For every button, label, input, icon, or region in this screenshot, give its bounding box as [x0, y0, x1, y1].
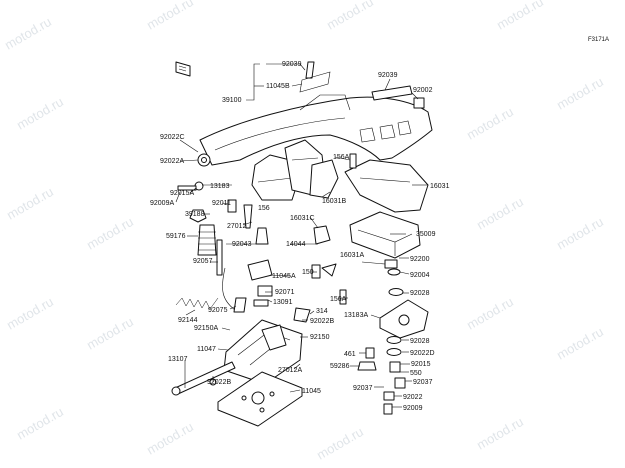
spring-part [175, 297, 219, 310]
watermark-text: motod.ru [324, 0, 376, 33]
watermark-text: motod.ru [554, 214, 606, 253]
watermark-text: motod.ru [4, 294, 56, 333]
part-label: 11045A [272, 273, 296, 280]
watermark-text: motod.ru [2, 14, 54, 53]
watermark-text: motod.ru [494, 0, 546, 33]
gasket-part [217, 371, 303, 427]
part-label: 13183 [210, 183, 230, 190]
bracket-part [251, 139, 339, 201]
part-label: 11045B [266, 83, 290, 90]
part-label: 16031A [340, 252, 364, 259]
part-label: 11045 [302, 388, 321, 395]
part-label: 92039 [378, 72, 398, 79]
part-label: 92022B [310, 318, 334, 325]
part-label: 92011 [212, 200, 231, 207]
part-label: 92144 [178, 317, 198, 324]
part-label: 14044 [286, 241, 306, 248]
part-label: 92150A [194, 325, 218, 332]
part-label: 92022D [410, 350, 435, 357]
figure-code: F3171A [588, 37, 609, 43]
watermark-text: motod.ru [144, 419, 196, 458]
part-label: 13091 [273, 299, 293, 306]
part-label: 92037 [413, 379, 433, 386]
part-label: 156A [330, 296, 347, 303]
watermark-text: motod.ru [474, 414, 526, 453]
watermark-text: motod.ru [554, 74, 606, 113]
part-label: 156 [258, 205, 270, 212]
part-label: 150 [302, 269, 314, 276]
leader-lines [175, 63, 428, 408]
part-label: 92009A [150, 200, 174, 207]
part-label: 39188 [185, 211, 205, 218]
part-label: 16031B [322, 198, 346, 205]
watermark-text: motod.ru [84, 314, 136, 353]
part-label: 92057 [193, 258, 213, 265]
part-label: 16031 [430, 183, 450, 190]
watermark-text: motod.ru [464, 104, 516, 143]
watermark-text: motod.ru [314, 424, 366, 463]
watermark-text: motod.ru [474, 194, 526, 233]
part-label: 92037 [353, 385, 373, 392]
throttle-parts [233, 225, 331, 323]
right-side-parts [321, 97, 429, 415]
part-label: 92200 [410, 256, 430, 263]
control-box-part [349, 211, 421, 259]
part-label: 550 [410, 370, 422, 377]
watermark-text: motod.ru [144, 0, 196, 33]
part-label: 27012A [278, 367, 302, 374]
watermark-text: motod.ru [4, 184, 56, 223]
part-label: 92075 [208, 307, 228, 314]
cover-part [344, 159, 429, 213]
part-label: 92015 [411, 361, 431, 368]
part-label: 461 [344, 351, 356, 358]
part-label: 13107 [168, 356, 188, 363]
part-label: 16031C [290, 215, 315, 222]
part-label: 35009 [416, 231, 436, 238]
part-labels: 92039 11045B 39100 92039 92002 92022C 92… [150, 61, 450, 412]
part-label: 92028 [410, 290, 430, 297]
part-label: 92002 [413, 87, 433, 94]
part-label: 59176 [166, 233, 186, 240]
front-arrow-icon [175, 61, 191, 77]
part-label: 92015A [170, 190, 194, 197]
part-label: 92009 [403, 405, 423, 412]
part-label: 13183A [344, 312, 368, 319]
watermark-text: motod.ru [464, 294, 516, 333]
part-label: 92043 [232, 241, 252, 248]
watermark-text: motod.ru [14, 404, 66, 443]
part-label: 92039 [282, 61, 302, 68]
part-label: 92022C [160, 134, 185, 141]
part-label: 11047 [197, 346, 216, 353]
cable-part [222, 267, 236, 311]
part-label: 92022 [403, 394, 423, 401]
part-label: 92071 [275, 289, 295, 296]
part-label: 92022A [160, 158, 184, 165]
long-bolt-part [171, 361, 236, 396]
lower-housing-part [223, 319, 303, 385]
part-label: 92004 [410, 272, 430, 279]
part-label: 39100 [222, 97, 242, 104]
watermark-text: motod.ru [14, 94, 66, 133]
handle-pole-part [199, 61, 433, 166]
part-label: 156A [333, 154, 350, 161]
small-parts-left [177, 153, 269, 276]
part-label: 92022B [207, 379, 231, 386]
watermark-text: motod.ru [554, 324, 606, 363]
part-label: 92028 [410, 338, 430, 345]
part-label: 27012 [227, 223, 247, 230]
part-label: 59286 [330, 363, 350, 370]
part-label: 314 [316, 308, 328, 315]
part-label: 92150 [310, 334, 330, 341]
watermark-text: motod.ru [84, 214, 136, 253]
